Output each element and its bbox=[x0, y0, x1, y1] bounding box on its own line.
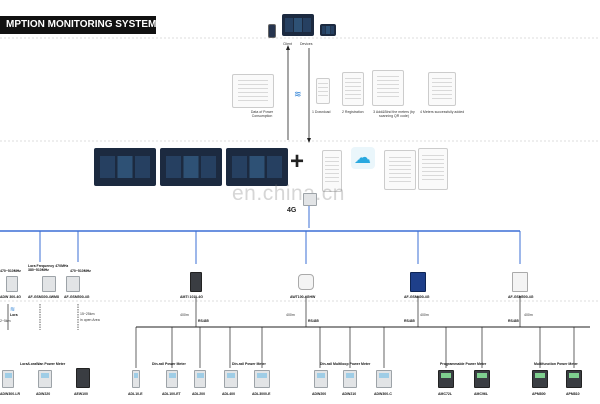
watermark: en.china.cn bbox=[232, 182, 345, 205]
meter-group-label: Programmable Power Meter bbox=[440, 362, 487, 366]
gateway-freq: 470~510MHz bbox=[0, 269, 21, 273]
step-label: 3 Add&Bind the meters (by scanning QR co… bbox=[373, 110, 415, 118]
app-registration-image bbox=[342, 72, 364, 106]
power-meter bbox=[166, 370, 178, 388]
phone-screen bbox=[268, 24, 276, 38]
step-label: 2 Registration bbox=[342, 110, 364, 114]
power-meter bbox=[474, 370, 490, 388]
power-meter bbox=[38, 370, 52, 388]
meter-model: AMC96L bbox=[474, 392, 489, 396]
data-report-image bbox=[232, 74, 274, 108]
link-distance: 400m bbox=[524, 313, 533, 317]
mobile-app-image bbox=[322, 150, 342, 192]
link-protocol: RS485 bbox=[198, 319, 209, 323]
download-arrow-head bbox=[307, 138, 311, 143]
meter-model: ADL200 bbox=[192, 392, 206, 396]
link-protocol: RS485 bbox=[308, 319, 319, 323]
lora-gateway-device bbox=[6, 276, 18, 292]
power-meter bbox=[224, 370, 238, 388]
step-label: 1 Download bbox=[312, 110, 331, 114]
meter-model: AMC72L bbox=[438, 392, 453, 396]
link-distance: 15~25km bbox=[80, 312, 95, 316]
meter-group-label: Lora/LoraWan Power Meter bbox=[20, 362, 66, 366]
app-success-image bbox=[428, 72, 456, 106]
power-meter bbox=[76, 368, 90, 388]
tablet-screen bbox=[320, 24, 336, 36]
gateway-model: AF-GSM300-4WM8 bbox=[28, 295, 59, 299]
app-download-image bbox=[316, 78, 330, 104]
link-area: in open Area bbox=[80, 318, 100, 322]
meter-model: APM810 bbox=[566, 392, 580, 396]
power-meter bbox=[254, 370, 270, 388]
gateway-model: AWT100-4GHW bbox=[290, 295, 316, 299]
link-distance: 400m bbox=[286, 313, 295, 317]
cloud-app-image-2 bbox=[418, 148, 448, 190]
meter-model: ADL10-E bbox=[128, 392, 143, 396]
link-protocol: RS485 bbox=[404, 319, 415, 323]
upload-arrow-head bbox=[286, 45, 290, 50]
wireless-icon: ≋ bbox=[10, 307, 16, 313]
gateway-model: AF-GSM400-4G bbox=[404, 295, 430, 299]
plus-sign: + bbox=[290, 148, 305, 175]
link-distance: 2~5km bbox=[0, 319, 11, 323]
meter-model: ADL3000-E bbox=[252, 392, 271, 396]
power-meter bbox=[376, 370, 392, 388]
devices-label-2: Devices bbox=[300, 42, 313, 46]
page-title: MPTION MONITORING SYSTEM bbox=[0, 16, 156, 34]
meter-model: ADW210 bbox=[342, 392, 357, 396]
power-meter bbox=[532, 370, 548, 388]
meter-group-label: Din-rail Power Meter bbox=[232, 362, 266, 366]
meter-model: AEW100 bbox=[74, 392, 89, 396]
gateway-device bbox=[410, 272, 426, 292]
lora-gateway-device bbox=[66, 276, 80, 292]
platform-dashboard-2 bbox=[160, 148, 222, 186]
link-label: Lora bbox=[10, 313, 18, 317]
meter-model: APM800 bbox=[532, 392, 546, 396]
cloud-icon bbox=[351, 147, 375, 169]
meter-model: ADW300-LR bbox=[0, 392, 21, 396]
power-meter bbox=[438, 370, 454, 388]
link-distance: 400m bbox=[420, 313, 429, 317]
gateway-freq: Lora Frequency 470MHz 380~510MHz bbox=[28, 264, 69, 272]
meter-model: ADW220 bbox=[36, 392, 51, 396]
data-consumption-label: Data of Power Consumption bbox=[250, 110, 274, 118]
power-meter bbox=[343, 370, 357, 388]
meter-group-label: Din-rail Multiloop Power Meter bbox=[320, 362, 371, 366]
gateway-model: AF-GSM500-4G bbox=[508, 295, 534, 299]
cloud-app-image bbox=[384, 150, 416, 190]
gateway-freq: 470~510MHz bbox=[70, 269, 91, 273]
app-bind-image bbox=[372, 70, 404, 106]
meter-model: ADW300-C bbox=[374, 392, 392, 396]
meter-model: ADW200 bbox=[312, 392, 327, 396]
power-meter bbox=[132, 370, 140, 388]
wifi-icon: ≋ bbox=[294, 89, 302, 99]
power-meter bbox=[2, 370, 14, 388]
gateway-device bbox=[190, 272, 202, 292]
link-distance: 400m bbox=[180, 313, 189, 317]
network-label: 4G bbox=[287, 207, 297, 214]
step-label: 4 Meters successfully added bbox=[420, 110, 465, 114]
power-meter bbox=[194, 370, 206, 388]
gateway-model: ADW 300-4G bbox=[0, 295, 22, 299]
devices-label-1: Client bbox=[283, 42, 292, 46]
platform-dashboard-3 bbox=[226, 148, 288, 186]
meter-model: ADL400 bbox=[222, 392, 236, 396]
power-meter bbox=[566, 370, 582, 388]
4g-gateway-device bbox=[303, 193, 317, 206]
gateway-device bbox=[298, 274, 314, 290]
gateway-device bbox=[512, 272, 528, 292]
gateway-model: AMTI 1011-4G bbox=[180, 295, 203, 299]
meter-model: ADL100-ET bbox=[162, 392, 181, 396]
power-meter bbox=[314, 370, 328, 388]
lora-gateway-device bbox=[42, 276, 56, 292]
meter-group-label: Din-rail Power Meter bbox=[152, 362, 186, 366]
link-protocol: RS485 bbox=[508, 319, 519, 323]
platform-dashboard-1 bbox=[94, 148, 156, 186]
gateway-model: AF-GSM500-4G bbox=[64, 295, 90, 299]
meter-group-label: Multifunction Power Meter bbox=[534, 362, 578, 366]
monitor-screen bbox=[282, 14, 314, 36]
